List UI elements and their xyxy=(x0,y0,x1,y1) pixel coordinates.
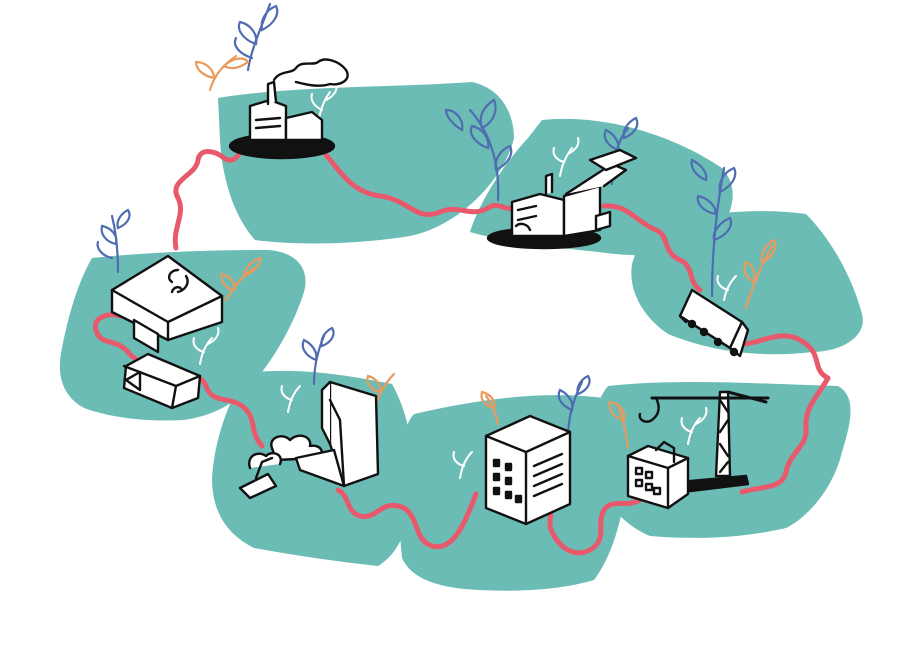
ribbon-plant-to-truck xyxy=(601,203,703,293)
stage-icons xyxy=(110,58,770,526)
demolition-icon xyxy=(238,380,380,500)
ribbon-truck-to-crane xyxy=(739,333,831,495)
factory-icon xyxy=(228,58,349,160)
plants xyxy=(96,2,777,450)
recycling-icon xyxy=(110,254,224,410)
plant-icon xyxy=(233,2,279,72)
plant-icon xyxy=(608,400,630,450)
plant-icon xyxy=(690,158,737,298)
plant-icon xyxy=(743,238,777,310)
truck-icon xyxy=(678,288,750,358)
plant-icon xyxy=(444,98,513,202)
ribbon-office-to-demolition xyxy=(335,487,479,550)
ribbon-factory-to-plant xyxy=(317,145,521,217)
plant-icon xyxy=(480,390,500,426)
industrial-plant-icon xyxy=(486,148,638,250)
office-building-icon xyxy=(484,414,572,526)
plant-icon xyxy=(301,326,335,386)
plant-icon xyxy=(194,54,250,92)
white-sprigs xyxy=(192,83,737,479)
ribbon-recycling-to-factory xyxy=(172,139,251,251)
ribbon-path xyxy=(92,139,831,556)
ribbon-crane-to-office xyxy=(545,497,643,556)
plant-icon xyxy=(220,256,262,302)
crane-icon xyxy=(626,390,770,510)
plant-icon xyxy=(96,208,131,274)
